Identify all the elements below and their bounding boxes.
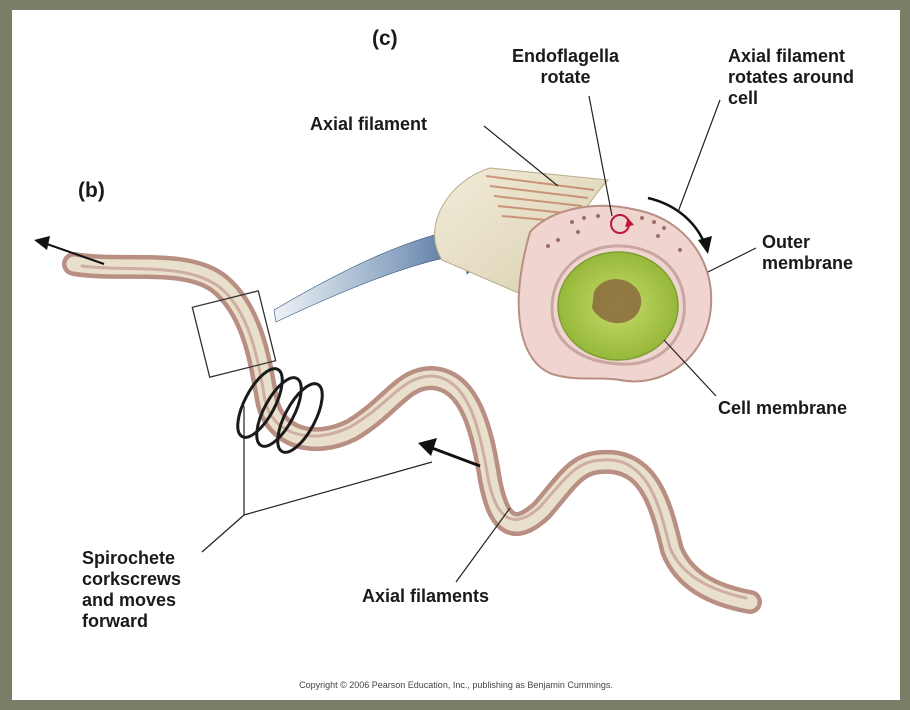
cross-section [435, 168, 712, 381]
bracket-to-label [202, 515, 244, 552]
label-spirochete-corkscrews: Spirochete corkscrews and moves forward [82, 548, 181, 632]
label-axial-filaments: Axial filaments [362, 586, 489, 607]
panel-label-b: (b) [78, 180, 105, 201]
leader-axial-filaments [456, 508, 510, 582]
bracket-line [244, 462, 432, 515]
panel-label-c: (c) [372, 28, 398, 49]
label-axial-filament-rotates: Axial filament rotates around cell [728, 46, 854, 109]
copyright-notice: Copyright © 2006 Pearson Education, Inc.… [12, 680, 900, 690]
leader-outer-membrane [708, 248, 756, 272]
label-axial-filament: Axial filament [310, 114, 427, 135]
label-endoflagella-rotate: Endoflagella rotate [512, 46, 619, 88]
label-outer-membrane: Outer membrane [762, 232, 853, 274]
leader-axial-rotates [678, 100, 720, 212]
label-cell-membrane: Cell membrane [718, 398, 847, 419]
diagram-canvas: (b) (c) Axial filament Endoflagella rota… [12, 10, 900, 700]
